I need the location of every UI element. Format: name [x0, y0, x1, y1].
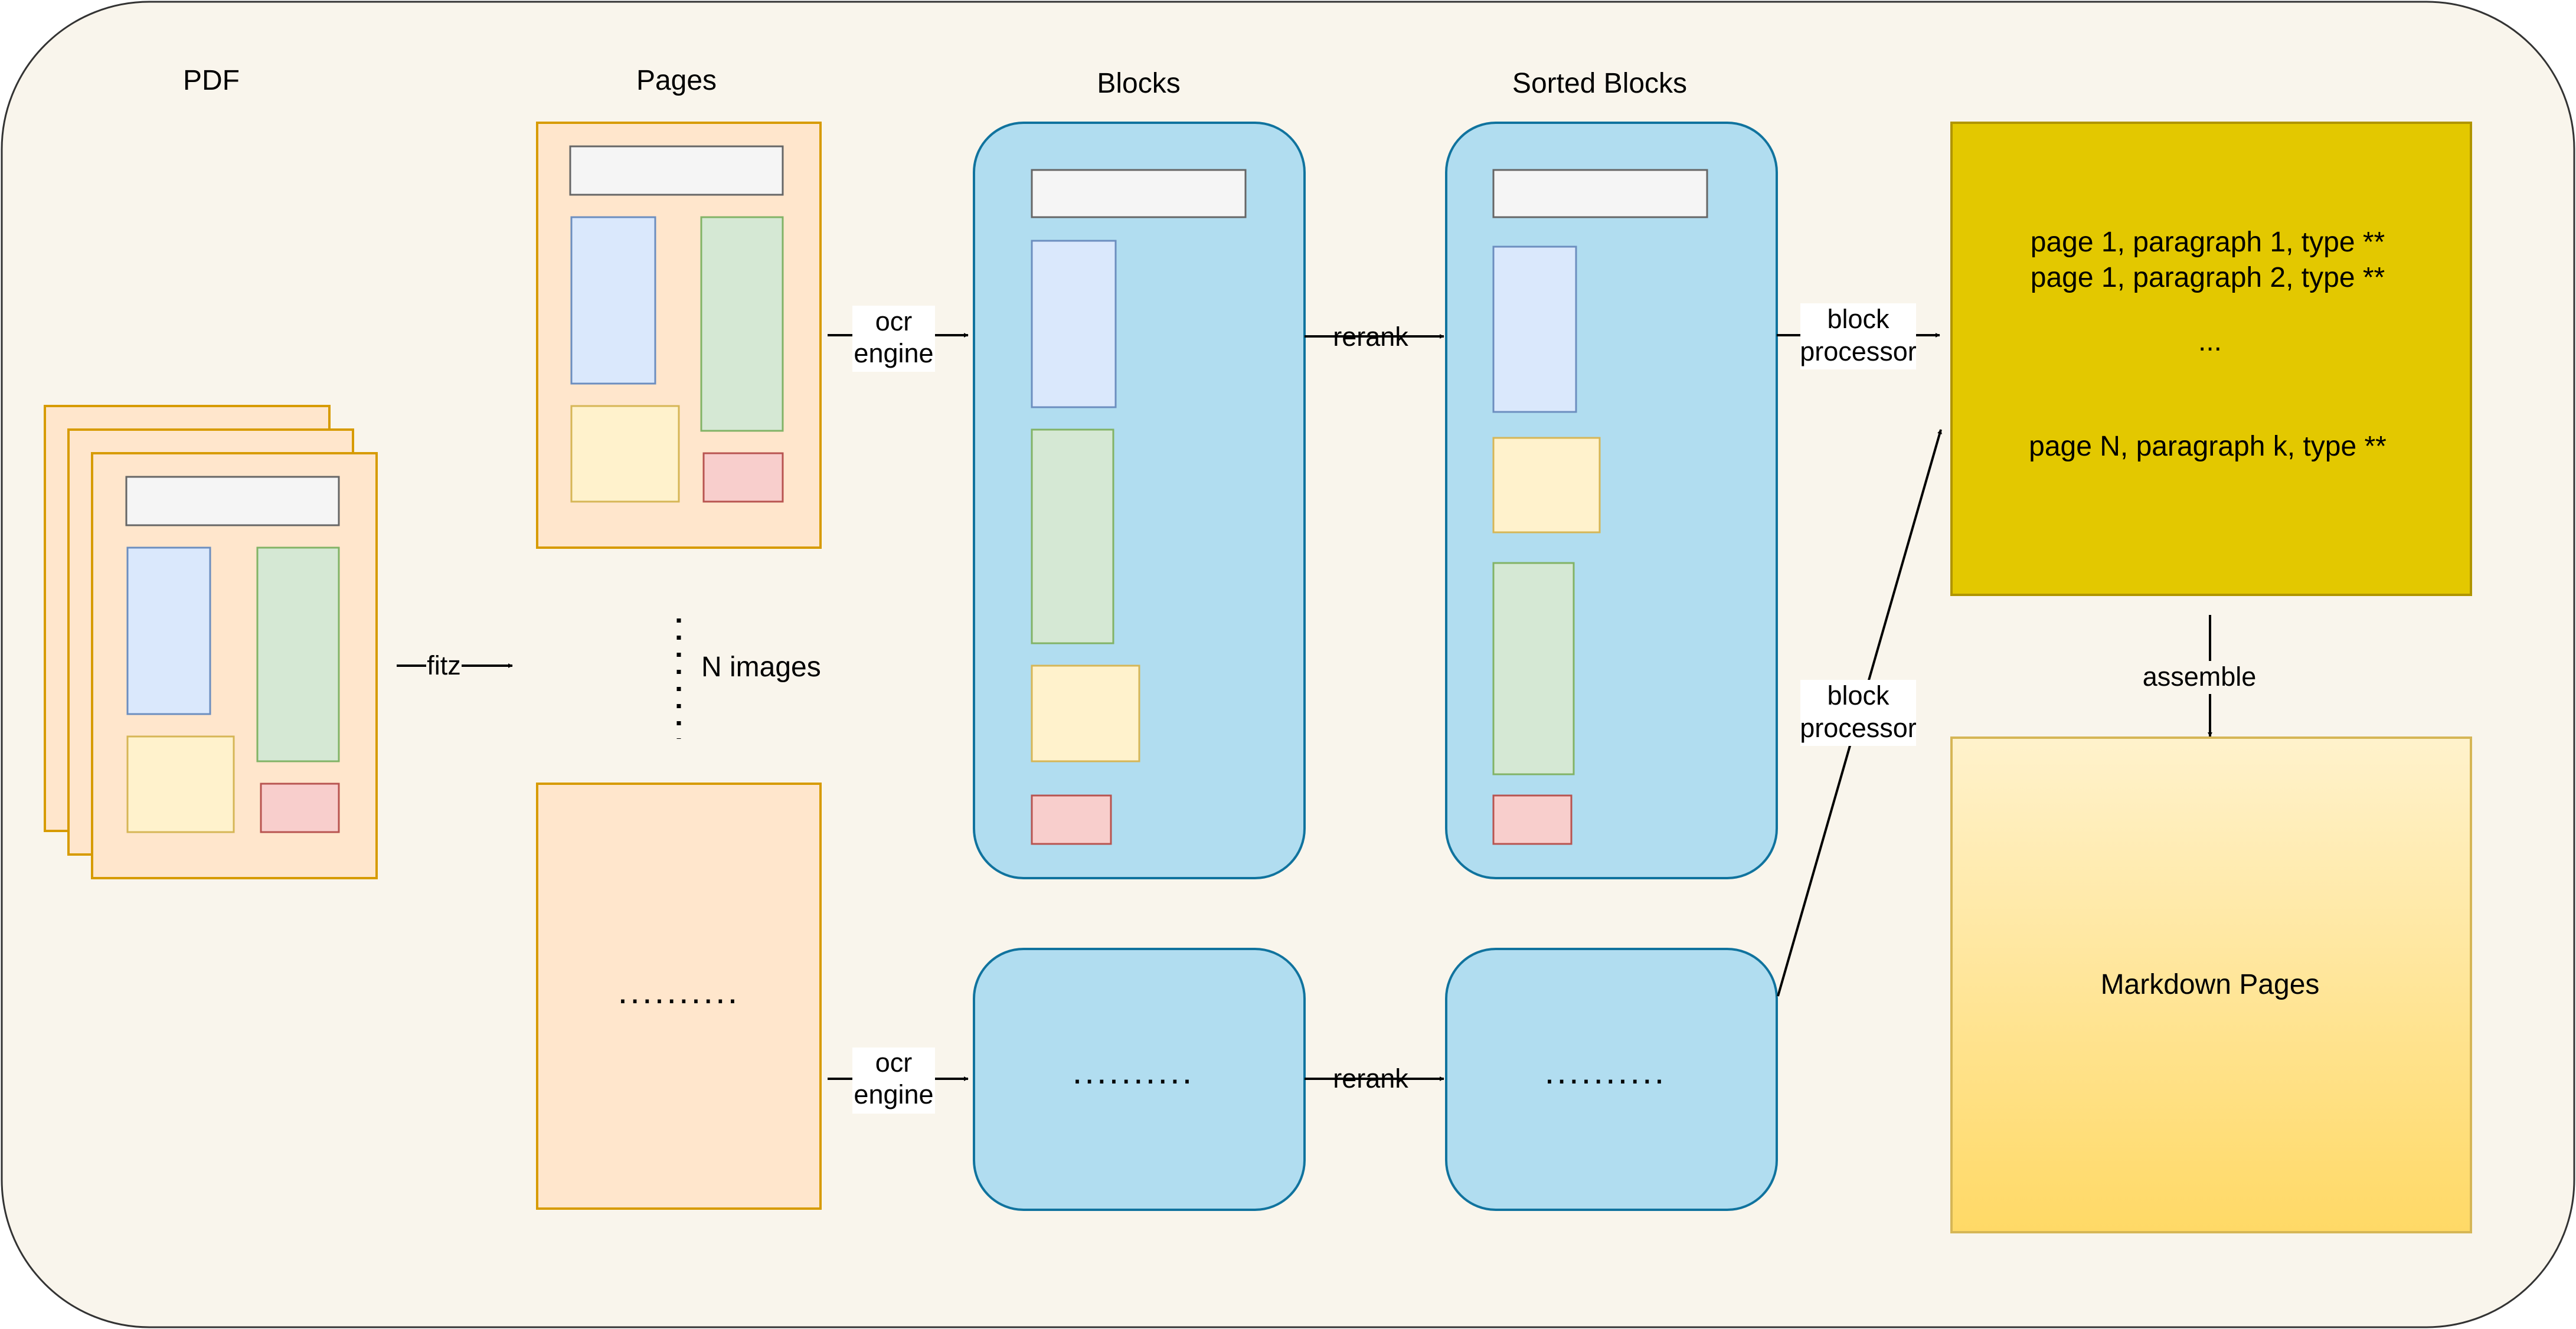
blocks-title: Blocks — [1097, 68, 1180, 99]
fitz-label-bg — [426, 650, 462, 681]
page-footer-block — [702, 452, 784, 503]
sorted-block-note — [1492, 437, 1601, 533]
ocr-label-line1: ocr — [875, 306, 913, 336]
blocks-ellipsis: .......... — [1073, 1052, 1195, 1091]
page-title-block — [569, 145, 784, 196]
pdf-title-block — [125, 476, 340, 526]
block-figure — [1031, 428, 1114, 644]
sorted-block-text — [1492, 245, 1577, 413]
block-processor-label-bg-bottom — [1800, 680, 1916, 746]
assemble-label: assemble — [2143, 662, 2257, 692]
page-figure-block — [700, 216, 784, 432]
output-line-2: page 1, paragraph 2, type ** — [2031, 262, 2385, 293]
sorted-blocks-ellipsis: .......... — [1545, 1052, 1667, 1091]
pdf-footer-block — [260, 783, 340, 833]
block-processor-label-line1: block — [1827, 680, 1889, 711]
page-note-block — [570, 405, 680, 503]
page-text-block — [570, 216, 656, 385]
ocr-label-bg-top — [852, 306, 935, 372]
ocr-label-bg-bottom — [852, 1048, 935, 1114]
blocks-panel-1 — [973, 122, 1306, 879]
fitz-label: fitz — [427, 650, 461, 680]
pdf-stack — [44, 405, 378, 879]
page-image-n: .......... — [536, 783, 822, 1210]
block-processor-label-line1: block — [1827, 304, 1889, 334]
output-line-last: page N, paragraph k, type ** — [2029, 431, 2387, 462]
structured-output-box — [1950, 122, 2472, 596]
ocr-label-line2: engine — [854, 1079, 933, 1109]
block-text — [1031, 240, 1117, 408]
sorted-block-footer — [1492, 794, 1573, 845]
pages-title: Pages — [636, 65, 717, 96]
block-footer — [1031, 794, 1112, 845]
block-processor-label-bg-top — [1800, 303, 1916, 369]
block-title — [1031, 169, 1247, 218]
page-ellipsis: .......... — [618, 971, 740, 1011]
rerank-label: rerank — [1333, 1063, 1408, 1094]
block-processor-label-line2: processor — [1800, 713, 1917, 743]
sorted-block-title — [1492, 169, 1708, 218]
pdf-note-block — [126, 735, 235, 833]
sorted-block-figure — [1492, 562, 1575, 775]
block-note — [1031, 664, 1140, 762]
markdown-pages-box — [1950, 736, 2472, 1233]
n-images-label: N images — [701, 652, 821, 683]
pdf-title: PDF — [183, 65, 240, 96]
rerank-label: rerank — [1333, 322, 1408, 352]
pdf-text-block — [126, 546, 211, 715]
output-line-1: page 1, paragraph 1, type ** — [2031, 227, 2385, 258]
sorted-blocks-panel-n: .......... — [1445, 948, 1778, 1211]
blocks-panel-n: .......... — [973, 948, 1306, 1211]
block-processor-label-line2: processor — [1800, 336, 1917, 366]
page-image-1 — [536, 122, 822, 549]
assemble-label-bg — [2140, 661, 2258, 694]
ocr-label-line2: engine — [854, 338, 933, 368]
output-line-ellipsis: ... — [2198, 326, 2222, 357]
sorted-blocks-panel — [1445, 948, 1778, 1211]
page-image — [536, 783, 822, 1210]
ocr-label-line1: ocr — [875, 1048, 913, 1078]
pdf-figure-block — [256, 546, 340, 762]
sorted-blocks-panel-1 — [1445, 122, 1778, 879]
sorted-blocks-title: Sorted Blocks — [1512, 68, 1687, 99]
blocks-panel — [973, 122, 1306, 879]
markdown-pages-label: Markdown Pages — [2101, 969, 2320, 1000]
